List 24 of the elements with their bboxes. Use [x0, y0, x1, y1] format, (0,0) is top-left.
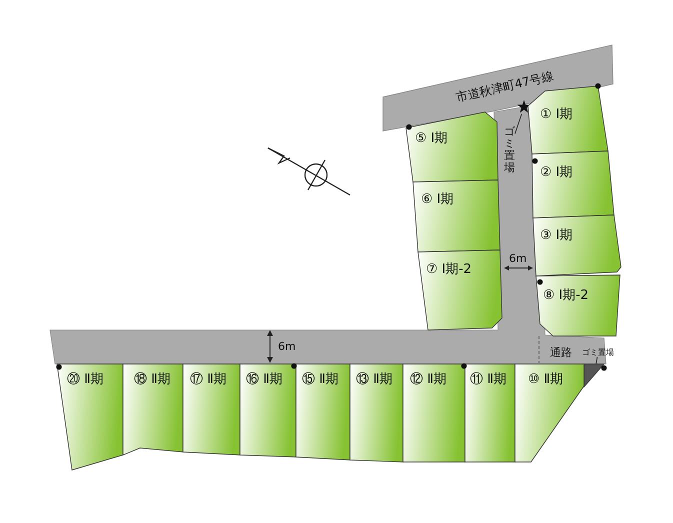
lot-label: ⑫ Ⅱ期 [410, 373, 447, 386]
lot-label: ② Ⅰ期 [540, 166, 573, 179]
leader-line [596, 356, 598, 364]
lot-label: ⑰ Ⅱ期 [190, 373, 227, 386]
lot-label: ⑯ Ⅱ期 [246, 373, 283, 386]
lot-label: ⑧ Ⅰ期-2 [543, 289, 589, 302]
lot-label: ⑩ Ⅱ期 [528, 373, 564, 386]
lot-label: ⑮ Ⅱ期 [302, 373, 339, 386]
leader-line [514, 114, 522, 134]
dimension-label: 6m [278, 341, 296, 352]
lot-label: ⑥ Ⅰ期 [421, 193, 454, 206]
area-label: ゴミ置場 [582, 349, 614, 357]
area-label: 通路 [550, 347, 572, 358]
lot-label: ③ Ⅰ期 [540, 229, 573, 242]
dimension-label: 6m [509, 253, 527, 264]
lot-label: ⑪ Ⅱ期 [470, 373, 507, 386]
lot-label: ⑤ Ⅰ期 [415, 132, 448, 145]
area-label: ゴミ置場 [504, 126, 515, 174]
lot-label: ⑦ Ⅰ期-2 [426, 263, 472, 276]
lot-label: ① Ⅰ期 [540, 108, 573, 121]
lot-label: ⑱ Ⅱ期 [134, 373, 171, 386]
road-name: 市道秋津町47号線 [455, 70, 554, 104]
lot-label: ⑳ Ⅱ期 [67, 373, 104, 386]
lot-label: ⑬ Ⅱ期 [356, 373, 393, 386]
